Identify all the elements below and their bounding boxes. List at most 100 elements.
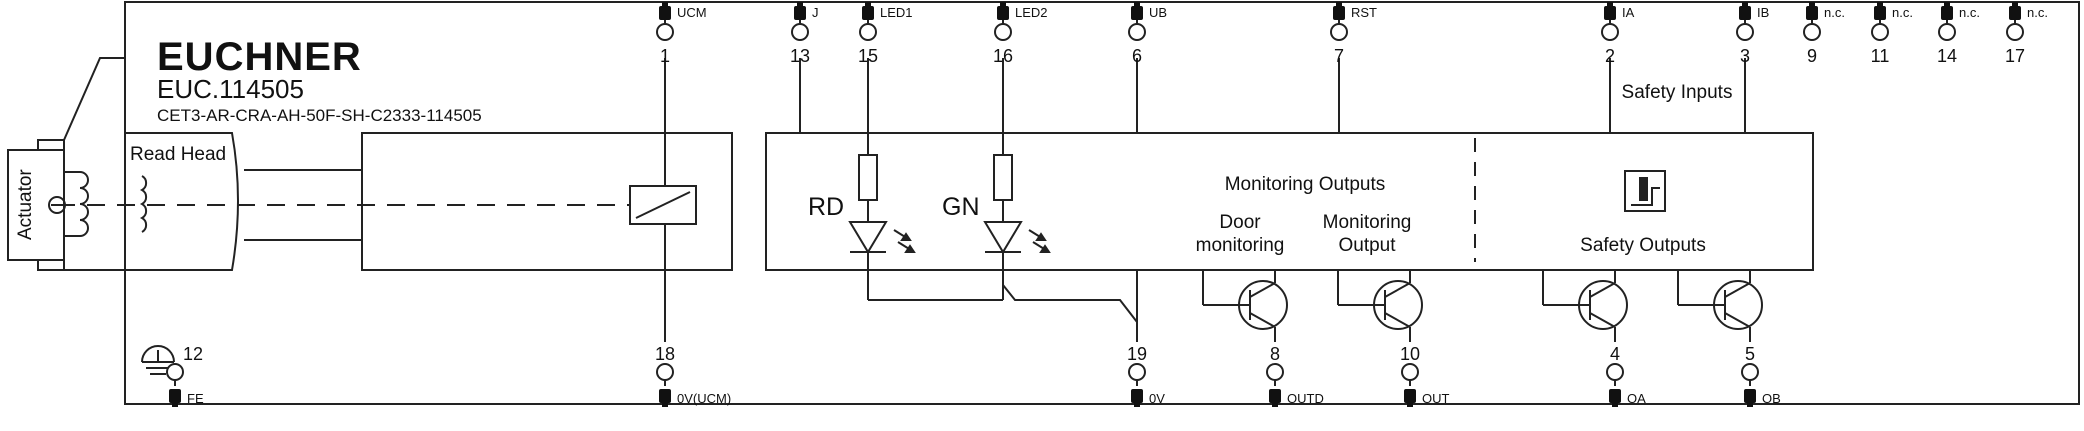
pin-tag: UCM (677, 5, 707, 20)
pin-tag: n.c. (1959, 5, 1980, 20)
pin-number: 16 (993, 46, 1013, 66)
pin-terminal-circle[interactable] (1128, 23, 1146, 41)
pin-terminal-circle[interactable] (1803, 23, 1821, 41)
pin-bottom-18[interactable]: 18 0V(UCM) (655, 344, 731, 407)
pin-tag: J (812, 5, 819, 20)
resistor-rd (858, 154, 878, 201)
pin-number: 19 (1127, 344, 1147, 364)
connector-plug-icon (997, 2, 1009, 20)
brand-logo: EUCHNER (157, 35, 362, 79)
connector-plug-icon (1131, 2, 1143, 20)
pin-top-13[interactable]: J 13 (790, 2, 819, 66)
pin-terminal-circle[interactable] (1401, 363, 1419, 381)
ground-icon (141, 345, 175, 375)
logic-module (765, 132, 1814, 271)
led-gn-diode (983, 221, 1023, 254)
pin-top-14[interactable]: n.c.14 (1937, 2, 1980, 66)
pin-terminal-circle[interactable] (859, 23, 877, 41)
pin-top-15[interactable]: LED1 15 (858, 2, 913, 66)
pin-tag: 0V(UCM) (677, 391, 731, 406)
pin-top-2[interactable]: IA2 (1601, 2, 1635, 66)
connector-plug-icon (659, 389, 671, 407)
pin-number: 11 (1871, 46, 1890, 66)
led-red-label: RD (808, 193, 844, 221)
pin-top-11[interactable]: n.c.11 (1871, 2, 1913, 66)
pin-bottom-5[interactable]: 5OB (1741, 344, 1781, 407)
pin-terminal-circle[interactable] (1266, 363, 1284, 381)
pin-terminal-circle[interactable] (166, 363, 184, 381)
connector-plug-icon (1874, 2, 1886, 20)
led-green-label: GN (942, 193, 980, 221)
connector-plug-icon (1739, 2, 1751, 20)
transistor-safety-ob (1677, 270, 1763, 342)
pin-terminal-circle[interactable] (656, 363, 674, 381)
pin-top-6[interactable]: UB6 (1128, 2, 1167, 66)
pin-number: 15 (858, 46, 878, 66)
connector-plug-icon (1941, 2, 1953, 20)
pin-terminal-circle[interactable] (2006, 23, 2024, 41)
led-rd-diode (848, 221, 888, 254)
connector-plug-icon (169, 389, 181, 407)
connector-plug-icon (862, 2, 874, 20)
pin-top-1[interactable]: UCM 1 (656, 2, 707, 66)
pin-terminal-circle[interactable] (1938, 23, 1956, 41)
pin-terminal-circle[interactable] (1606, 363, 1624, 381)
pin-tag: FE (187, 391, 204, 406)
pin-number: 1 (660, 46, 670, 66)
pin-bottom-4[interactable]: 4OA (1606, 344, 1646, 407)
pin-terminal-circle[interactable] (1601, 23, 1619, 41)
pin-number: 13 (790, 46, 810, 66)
pin-top-16[interactable]: LED2 16 (993, 2, 1048, 66)
monitoring-output-label-line1: Monitoring (1323, 212, 1412, 233)
led-rd-emission-icon (893, 229, 916, 253)
pin-terminal-circle[interactable] (656, 23, 674, 41)
connector-plug-icon (1806, 2, 1818, 20)
pin-terminal-circle[interactable] (1128, 363, 1146, 381)
pin-terminal-circle[interactable] (1741, 363, 1759, 381)
pin-tag: n.c. (1824, 5, 1845, 20)
pin-tag: OUTD (1287, 391, 1324, 406)
actuator-label: Actuator (15, 169, 36, 240)
pin-tag: RST (1351, 5, 1377, 20)
safety-logic-icon (1624, 170, 1666, 212)
pin-number: 6 (1132, 46, 1142, 66)
pin-tag: IB (1757, 5, 1769, 20)
connector-plug-icon (794, 2, 806, 20)
pin-number: 18 (655, 344, 675, 364)
read-head-outline (125, 132, 239, 271)
door-monitoring-label-line1: Door (1219, 212, 1261, 233)
monitoring-output-label-line2: Output (1338, 235, 1396, 256)
connector-plug-icon (1131, 389, 1143, 407)
pin-top-17[interactable]: n.c.17 (2005, 2, 2048, 66)
pin-top-3[interactable]: IB3 (1736, 2, 1769, 66)
pin-number: 5 (1745, 344, 1755, 364)
pin-top-9[interactable]: n.c. 9 (1803, 2, 1845, 66)
safety-outputs-label: Safety Outputs (1580, 235, 1706, 256)
pin-number: 12 (183, 344, 203, 364)
pin-tag: LED2 (1015, 5, 1048, 20)
pin-number: 9 (1807, 46, 1817, 66)
connector-plug-icon (1333, 2, 1345, 20)
transistor-safety-oa (1542, 270, 1628, 342)
read-head-housing (63, 57, 125, 141)
pin-terminal-circle[interactable] (1330, 23, 1348, 41)
pin-terminal-circle[interactable] (1871, 23, 1889, 41)
pin-tag: OUT (1422, 391, 1450, 406)
connector-plug-icon (1604, 2, 1616, 20)
pin-tag: LED1 (880, 5, 913, 20)
pin-tag: IA (1622, 5, 1635, 20)
device-enclosure (124, 1, 2080, 405)
pin-terminal-circle[interactable] (1736, 23, 1754, 41)
resistor-gn (993, 154, 1013, 201)
connector-plug-icon (659, 2, 671, 20)
pin-number: 10 (1400, 344, 1420, 364)
actuator-coil (79, 171, 89, 237)
pin-terminal-circle[interactable] (791, 23, 809, 41)
pin-terminal-circle[interactable] (994, 23, 1012, 41)
